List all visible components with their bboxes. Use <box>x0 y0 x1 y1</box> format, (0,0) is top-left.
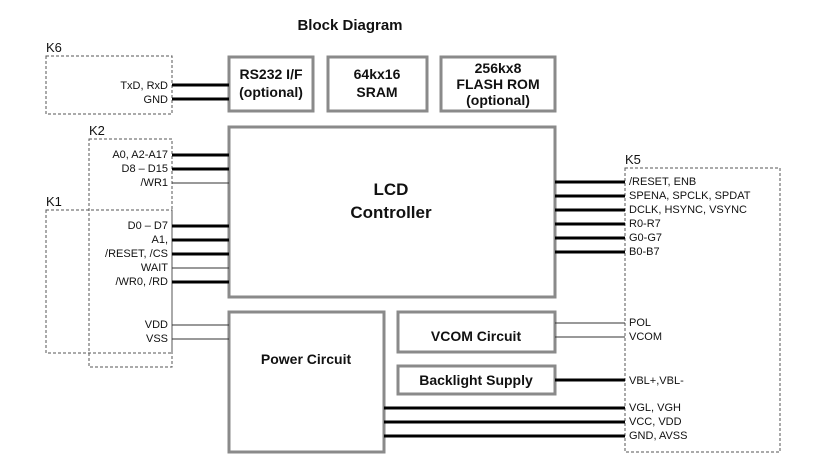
vcom-circuit-box <box>396 310 557 354</box>
k1-pin-label: A1, <box>151 234 168 246</box>
sram-box <box>326 55 429 113</box>
lcd-label: LCD <box>374 180 409 199</box>
k1-pin-label: WAIT <box>141 262 168 274</box>
k5-pin-label: R0-R7 <box>629 218 661 230</box>
connector-k2-label: K2 <box>89 123 105 138</box>
k1-pin-label: D0 – D7 <box>128 220 168 232</box>
power-circuit-label: Power Circuit <box>261 351 352 367</box>
k5-pin-label: VGL, VGH <box>629 402 681 414</box>
k2-pin-label: /WR1 <box>141 177 169 189</box>
k6-pin-label: GND <box>144 94 169 106</box>
backlight-supply-label: Backlight Supply <box>419 372 533 388</box>
rs232-label: RS232 I/F <box>239 66 302 82</box>
flash-optional-label: (optional) <box>466 92 530 108</box>
controller-label: Controller <box>350 203 432 222</box>
vcom-circuit-label: VCOM Circuit <box>431 328 522 344</box>
rs232-sublabel: (optional) <box>239 84 303 100</box>
connector-k6-label: K6 <box>46 40 62 55</box>
connector-k1-label: K1 <box>46 194 62 209</box>
connector-k5-label: K5 <box>625 152 641 167</box>
k1-pin-label: /WR0, /RD <box>115 276 168 288</box>
flash-size-label: 256kx8 <box>475 60 522 76</box>
flash-label: FLASH ROM <box>456 76 539 92</box>
k1-pin-label: /RESET, /CS <box>105 248 168 260</box>
power-circuit-box <box>227 310 386 454</box>
k5-pin-label: G0-G7 <box>629 232 662 244</box>
k2-pin-label: A0, A2-A17 <box>112 149 168 161</box>
lcd-controller-box <box>227 125 557 299</box>
rs232-box <box>227 55 315 113</box>
k5-pin-label: VCOM <box>629 331 662 343</box>
connector-k5-frame <box>624 167 781 453</box>
k5-pin-label: VBL+,VBL- <box>629 375 684 387</box>
k5-pin-label: B0-B7 <box>629 246 660 258</box>
k5-pin-label: /RESET, ENB <box>629 176 696 188</box>
k5-pin-label: SPENA, SPCLK, SPDAT <box>629 190 751 202</box>
k6-pin-label: TxD, RxD <box>120 80 168 92</box>
k1-power-pin-label: VSS <box>146 333 168 345</box>
k1-power-pin-label: VDD <box>145 319 168 331</box>
k5-pin-label: POL <box>629 317 651 329</box>
k5-pin-label: VCC, VDD <box>629 416 682 428</box>
k5-pin-label: DCLK, HSYNC, VSYNC <box>629 204 747 216</box>
flash-rom-box <box>439 55 557 113</box>
sram-size-label: 64kx16 <box>354 66 401 82</box>
sram-label: SRAM <box>356 84 397 100</box>
k5-pin-label: GND, AVSS <box>629 430 687 442</box>
k2-pin-label: D8 – D15 <box>122 163 168 175</box>
diagram-title: Block Diagram <box>297 17 402 34</box>
